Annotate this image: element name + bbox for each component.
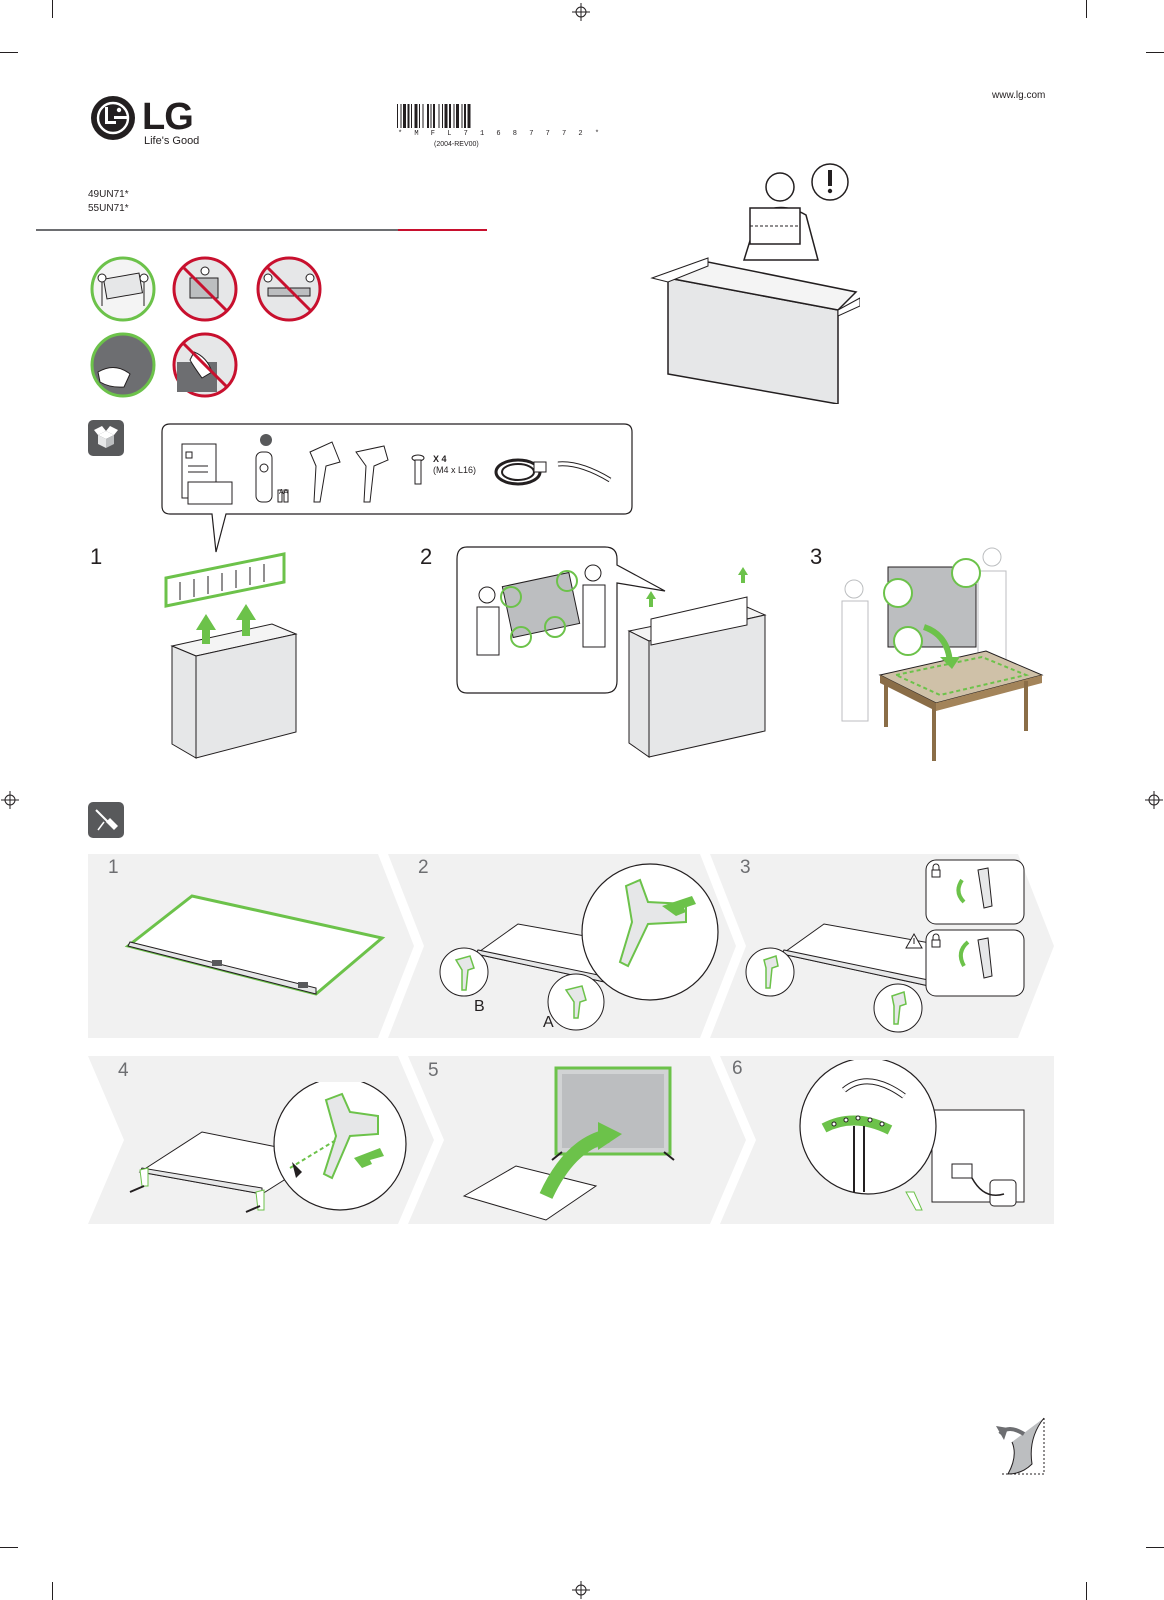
- header-divider: [36, 229, 398, 231]
- lock-icon: [931, 863, 941, 878]
- remote-control-icon: [255, 434, 289, 503]
- registration-mark-icon: [1145, 791, 1163, 809]
- header-divider-accent: [398, 229, 487, 231]
- registration-mark-icon: [572, 1581, 590, 1599]
- crop-mark: [0, 1547, 18, 1548]
- screw-icon: [411, 454, 425, 485]
- assembly-step-number: 3: [740, 857, 751, 878]
- assembly-step-2-illustration: [439, 863, 719, 1031]
- handling-correct-icon: [90, 256, 156, 322]
- caution-triangle-icon: [905, 932, 923, 949]
- unpack-step-number: 2: [420, 544, 433, 569]
- screwdriver-icon: [88, 802, 124, 838]
- assembly-step-number: 2: [418, 857, 429, 878]
- registration-mark-icon: [572, 3, 590, 21]
- barcode: [397, 104, 471, 128]
- unpack-step-1-illustration: [164, 552, 298, 759]
- unboxing-warning-illustration: [650, 163, 860, 404]
- model-number: 49UN71*: [88, 189, 129, 200]
- assembly-step-4-illustration: [129, 1082, 407, 1213]
- package-contents: [161, 423, 633, 553]
- lock-icon: [931, 933, 941, 948]
- cable-holder-icon: [557, 461, 612, 483]
- assembly-step-number: 1: [108, 857, 119, 878]
- handling-incorrect-icon: [172, 256, 238, 322]
- screw-size: (M4 x L16): [433, 465, 477, 475]
- crop-mark: [1146, 52, 1164, 53]
- model-list: 49UN71* 55UN71*: [88, 188, 129, 216]
- screw-count: X 4: [433, 454, 447, 464]
- unpack-step-number: 3: [810, 544, 823, 569]
- stand-label-b: B: [474, 998, 485, 1015]
- page-turn-icon[interactable]: [994, 1414, 1048, 1478]
- lg-logo-icon: [91, 96, 135, 140]
- website-url[interactable]: www.lg.com: [992, 90, 1046, 101]
- crop-mark: [1086, 1582, 1087, 1600]
- battery-label: AA: [279, 489, 289, 496]
- unpack-step-2-illustration: [456, 546, 767, 758]
- unpack-step-number: 1: [90, 544, 103, 569]
- assembly-step-6-illustration: [799, 1060, 1025, 1211]
- crop-mark: [0, 52, 18, 53]
- assembly-step-number: 6: [732, 1058, 743, 1079]
- crop-mark: [52, 0, 53, 18]
- assembly-step-5-illustration: [462, 1066, 675, 1221]
- stand-label-a: A: [543, 1014, 554, 1031]
- brand-wordmark: LG: [142, 96, 194, 138]
- brand-tagline: Life's Good: [144, 135, 200, 147]
- handling-guidelines: [90, 256, 238, 398]
- stand-leg-icon: [355, 445, 389, 503]
- crop-mark: [1086, 0, 1087, 18]
- manual-icon: [181, 443, 233, 505]
- unpack-step-3-illustration: [841, 547, 1044, 761]
- barcode-text: * M F L 7 1 6 8 7 7 7 2 *: [398, 130, 604, 138]
- power-cord-icon: [494, 458, 547, 486]
- assembly-step-1-illustration: [124, 894, 386, 996]
- model-number: 55UN71*: [88, 203, 129, 214]
- handling-incorrect-icon: [256, 256, 322, 322]
- crop-mark: [1146, 1547, 1164, 1548]
- stand-leg-icon: [309, 441, 341, 503]
- crop-mark: [52, 1582, 53, 1600]
- registration-mark-icon: [1, 791, 19, 809]
- assembly-step-3-illustration: [745, 859, 1025, 1033]
- handling-correct-icon: [90, 332, 156, 398]
- revision-code: (2004-REV00): [434, 141, 479, 148]
- assembly-step-number: 4: [118, 1060, 129, 1081]
- assembly-step-number: 5: [428, 1060, 439, 1081]
- box-open-icon: [88, 420, 124, 456]
- handling-incorrect-icon: [172, 332, 238, 398]
